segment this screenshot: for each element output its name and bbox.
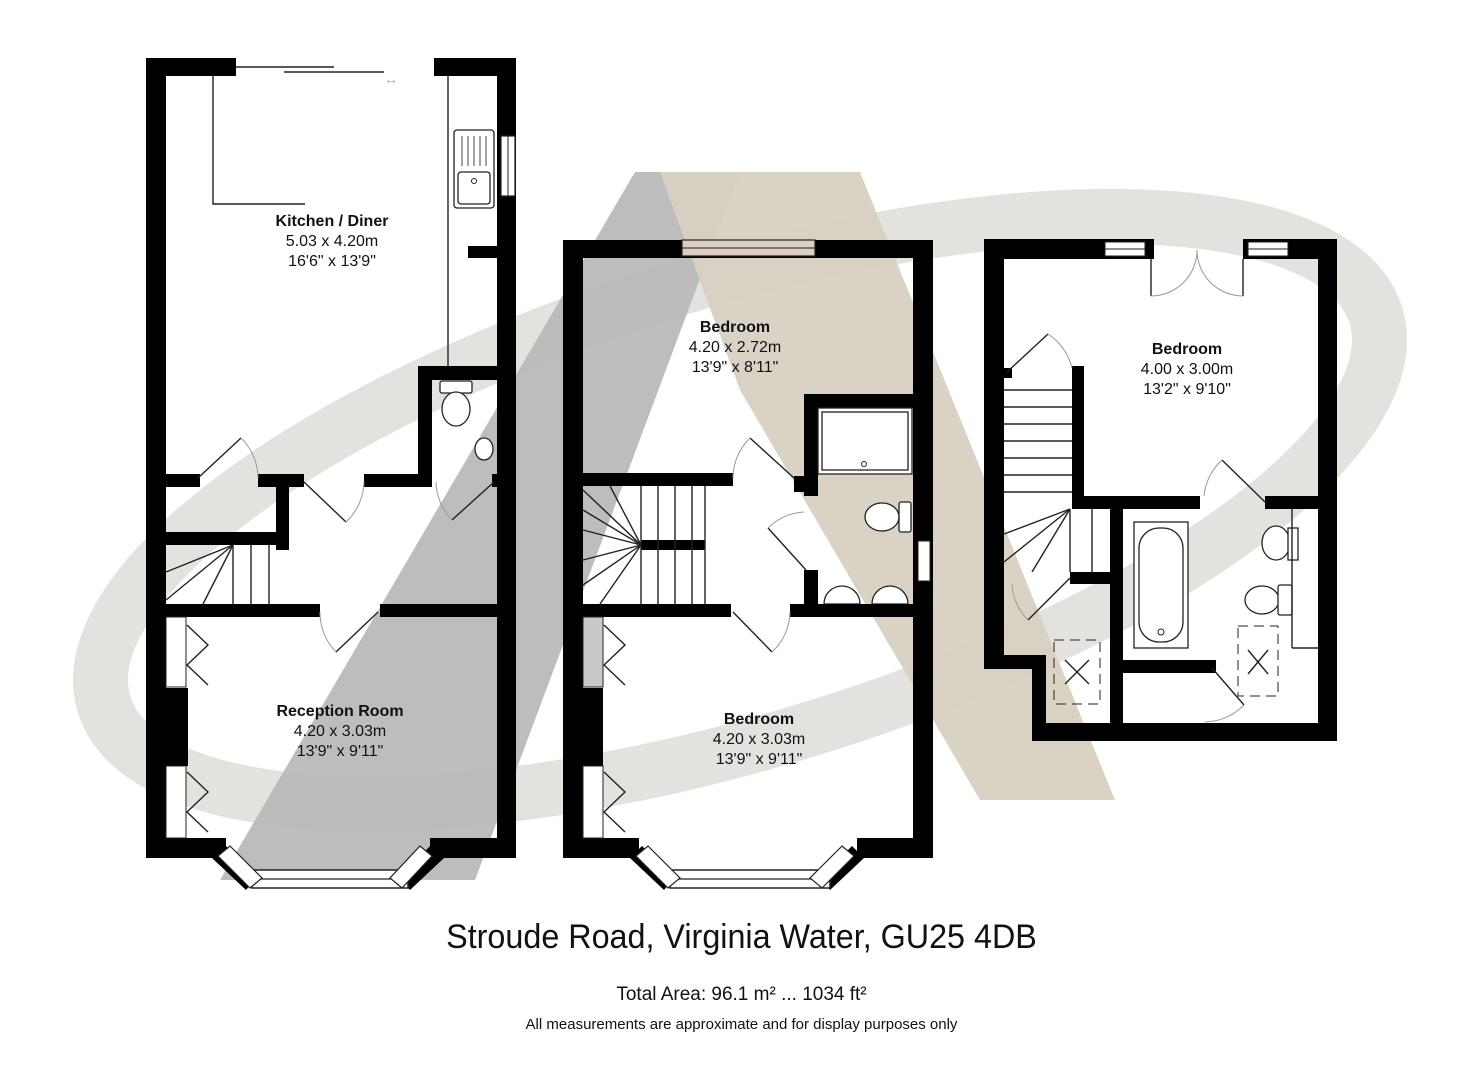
total-area: Total Area: 96.1 m² ... 1034 ft² xyxy=(616,984,867,1005)
ground-floor: ↔ xyxy=(146,58,516,890)
room-name: Bedroom xyxy=(723,711,795,728)
room-size-imperial: 13'9" x 9'11" xyxy=(715,751,803,768)
room-size-metric: 4.20 x 2.72m xyxy=(688,339,782,356)
loft-floor xyxy=(984,239,1337,741)
room-label-kitchen-diner: Kitchen / Diner 5.03 x 4.20m 16'6" x 13'… xyxy=(232,212,432,272)
room-name: Bedroom xyxy=(699,319,771,336)
room-name: Reception Room xyxy=(276,703,404,720)
room-size-imperial: 13'9" x 9'11" xyxy=(296,743,384,760)
room-size-imperial: 13'9" x 8'11" xyxy=(691,359,779,376)
disclaimer: All measurements are approximate and for… xyxy=(525,1016,958,1033)
room-size-imperial: 13'2" x 9'10" xyxy=(1143,381,1231,398)
room-size-metric: 5.03 x 4.20m xyxy=(285,233,379,250)
sliding-door-arrow-icon: ↔ xyxy=(384,71,398,87)
room-label-bedroom-loft: Bedroom 4.00 x 3.00m 13'2" x 9'10" xyxy=(1087,340,1287,400)
staircase-loft xyxy=(1003,389,1093,573)
room-size-metric: 4.20 x 3.03m xyxy=(293,723,387,740)
property-address: Stroude Road, Virginia Water, GU25 4DB xyxy=(446,918,1037,956)
room-label-reception-room: Reception Room 4.20 x 3.03m 13'9" x 9'11… xyxy=(240,702,440,762)
first-floor xyxy=(563,239,933,890)
room-size-imperial: 16'6" x 13'9" xyxy=(288,253,376,270)
room-name: Bedroom xyxy=(1151,341,1223,358)
staircase-ground xyxy=(165,544,270,605)
staircase-first xyxy=(582,485,706,605)
room-size-metric: 4.20 x 3.03m xyxy=(712,731,806,748)
room-label-bedroom-first-front: Bedroom 4.20 x 3.03m 13'9" x 9'11" xyxy=(659,710,859,770)
room-size-metric: 4.00 x 3.00m xyxy=(1140,361,1234,378)
room-name: Kitchen / Diner xyxy=(275,213,389,230)
room-label-bedroom-first-rear: Bedroom 4.20 x 2.72m 13'9" x 8'11" xyxy=(635,318,835,378)
